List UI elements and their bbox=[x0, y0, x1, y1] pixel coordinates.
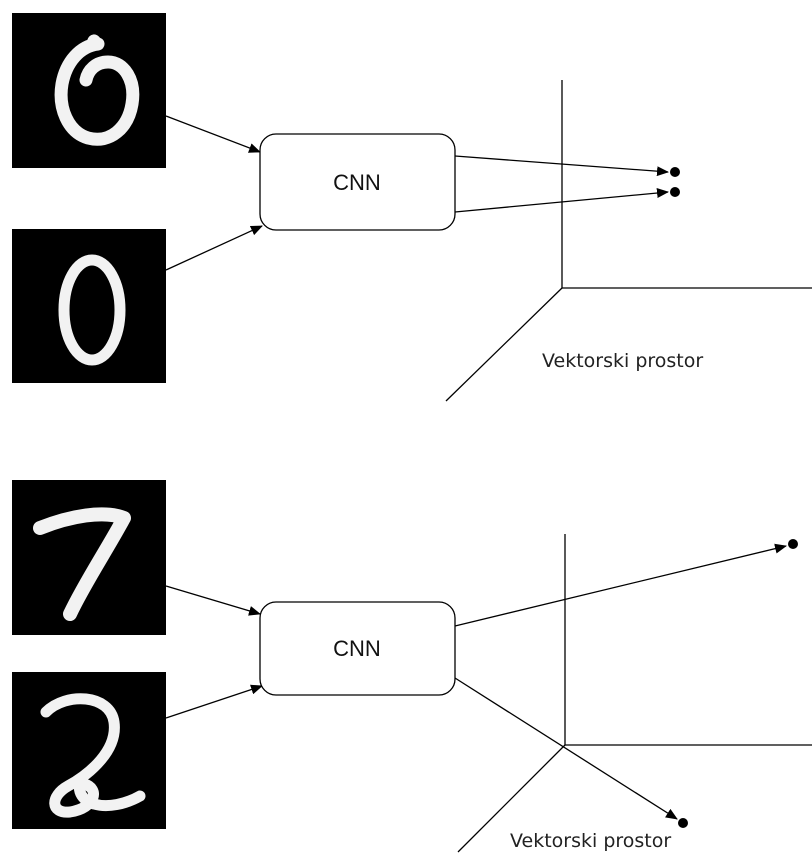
panel-bottom: CNN Vektorski prostor bbox=[12, 480, 812, 853]
cnn-box-top bbox=[259, 133, 456, 231]
embedding-point-bottom-1 bbox=[788, 539, 798, 549]
digit-image-top-1 bbox=[12, 229, 166, 383]
embedding-point-top-1 bbox=[670, 167, 680, 177]
arrow-input-bottom-1 bbox=[165, 585, 261, 616]
panel-top: CNN Vektorski prostor bbox=[12, 13, 812, 402]
digit-image-bottom-1 bbox=[12, 672, 166, 829]
vector-space-axes-top bbox=[445, 80, 812, 402]
digit-image-bottom-0 bbox=[12, 480, 166, 635]
arrow-input-top-2 bbox=[165, 225, 263, 271]
arrow-output-top-1 bbox=[454, 155, 669, 177]
vector-space-label-bottom: Vektorski prostor bbox=[510, 830, 671, 852]
embedding-point-bottom-2 bbox=[678, 818, 688, 828]
arrow-output-bottom-2 bbox=[454, 677, 678, 820]
arrow-input-top-1 bbox=[165, 115, 261, 153]
digit-image-top-0 bbox=[12, 13, 166, 168]
embedding-point-top-2 bbox=[670, 187, 680, 197]
vector-space-axes-bottom bbox=[457, 534, 812, 853]
arrow-input-bottom-2 bbox=[165, 684, 263, 719]
arrow-output-bottom-1 bbox=[454, 543, 787, 627]
cnn-label-top: CNN bbox=[333, 170, 381, 195]
vector-space-label-top: Vektorski prostor bbox=[542, 350, 703, 372]
cnn-label-bottom: CNN bbox=[333, 636, 381, 661]
arrow-output-top-2 bbox=[454, 188, 669, 213]
cnn-box-bottom bbox=[259, 601, 456, 696]
